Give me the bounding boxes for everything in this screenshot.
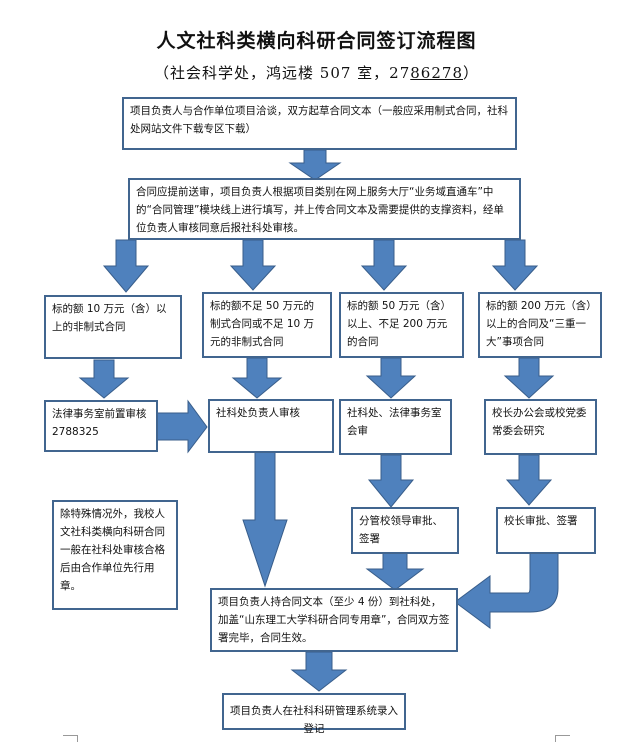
dept-review-text: 社科处负责人审核 [216,407,300,419]
branch-1-text: 标的额 10 万元（含）以上的非制式合同 [52,303,167,333]
seal-box: 项目负责人持合同文本（至少 4 份）到社科处，加盖“山东理工大学科研合同专用章”… [210,588,458,652]
arrow-down-icon [365,357,417,399]
arrow-down-icon [367,454,415,508]
step-submit-text: 合同应提前送审，项目负责人根据项目类别在网上服务大厅“业务域直通车”中的“合同管… [136,186,504,234]
arrow-down-icon [229,239,277,291]
step-negotiate-text: 项目负责人与合作单位项目洽谈，双方起草合同文本（一般应采用制式合同，社科处网站文… [130,105,508,135]
note-text: 除特殊情况外，我校人文社科类横向科研合同一般在社科处审核合格后由合作单位先行用章… [60,508,165,592]
arrow-down-icon [288,149,342,181]
arrow-down-icon [505,454,553,506]
arrow-down-icon [231,357,283,399]
step-negotiate-box: 项目负责人与合作单位项目洽谈，双方起草合同文本（一般应采用制式合同，社科处网站文… [122,97,517,150]
page-subtitle: （社会科学处，鸿远楼 507 室，2786278） [0,62,633,83]
seal-text: 项目负责人持合同文本（至少 4 份）到社科处，加盖“山东理工大学科研合同专用章”… [218,596,450,644]
branch-3-text: 标的额 50 万元（含）以上、不足 200 万元的合同 [347,300,452,348]
branch-2-box: 标的额不足 50 万元的制式合同或不足 10 万元的非制式合同 [202,292,332,358]
arrow-down-icon [78,359,130,399]
step-submit-box: 合同应提前送审，项目负责人根据项目类别在网上服务大厅“业务域直通车”中的“合同管… [128,178,521,240]
branch-2-text: 标的额不足 50 万元的制式合同或不足 10 万元的非制式合同 [210,300,315,348]
dept-review-box: 社科处负责人审核 [208,399,334,453]
vp-approval-text: 分管校领导审批、签署 [359,515,443,545]
arrow-down-icon [503,357,555,399]
arrow-down-icon [491,239,539,291]
vp-approval-box: 分管校领导审批、签署 [351,507,459,554]
legal-review-box: 法律事务室前置审核 2788325 [44,400,158,452]
branch-4-text: 标的额 200 万元（含）以上的合同及“三重一大”事项合同 [486,300,592,348]
page-title: 人文社科类横向科研合同签订流程图 [156,30,477,52]
president-approval-box: 校长审批、签署 [496,507,596,554]
subtitle-phone-underlined: 86278 [410,64,463,82]
branch-4-box: 标的额 200 万元（含）以上的合同及“三重一大”事项合同 [478,292,602,358]
subtitle-suffix: ） [462,64,479,82]
arrow-down-icon [242,451,288,588]
branch-1-box: 标的额 10 万元（含）以上的非制式合同 [44,295,182,359]
joint-review-box: 社科处、法律事务室会审 [339,399,452,455]
president-meeting-box: 校长办公会或校党委常委会研究 [484,399,597,455]
president-meeting-text: 校长办公会或校党委常委会研究 [492,407,587,437]
arrow-down-icon [365,552,425,591]
register-box: 项目负责人在社科科研管理系统录入登记 [222,693,406,735]
register-text: 项目负责人在社科科研管理系统录入登记 [230,705,398,735]
arrow-down-icon [102,239,150,293]
legal-review-text: 法律事务室前置审核 2788325 [52,408,147,438]
arrow-right-icon [156,399,208,454]
president-approval-text: 校长审批、签署 [504,515,578,527]
note-box: 除特殊情况外，我校人文社科类横向科研合同一般在社科处审核合格后由合作单位先行用章… [52,500,178,610]
joint-review-text: 社科处、法律事务室会审 [347,407,442,437]
subtitle-prefix: （社会科学处，鸿远楼 507 室，27 [154,64,411,82]
arrow-down-icon [360,239,408,291]
branch-3-box: 标的额 50 万元（含）以上、不足 200 万元的合同 [339,292,464,358]
curved-arrow-icon [454,552,559,629]
arrow-down-icon [290,651,348,692]
